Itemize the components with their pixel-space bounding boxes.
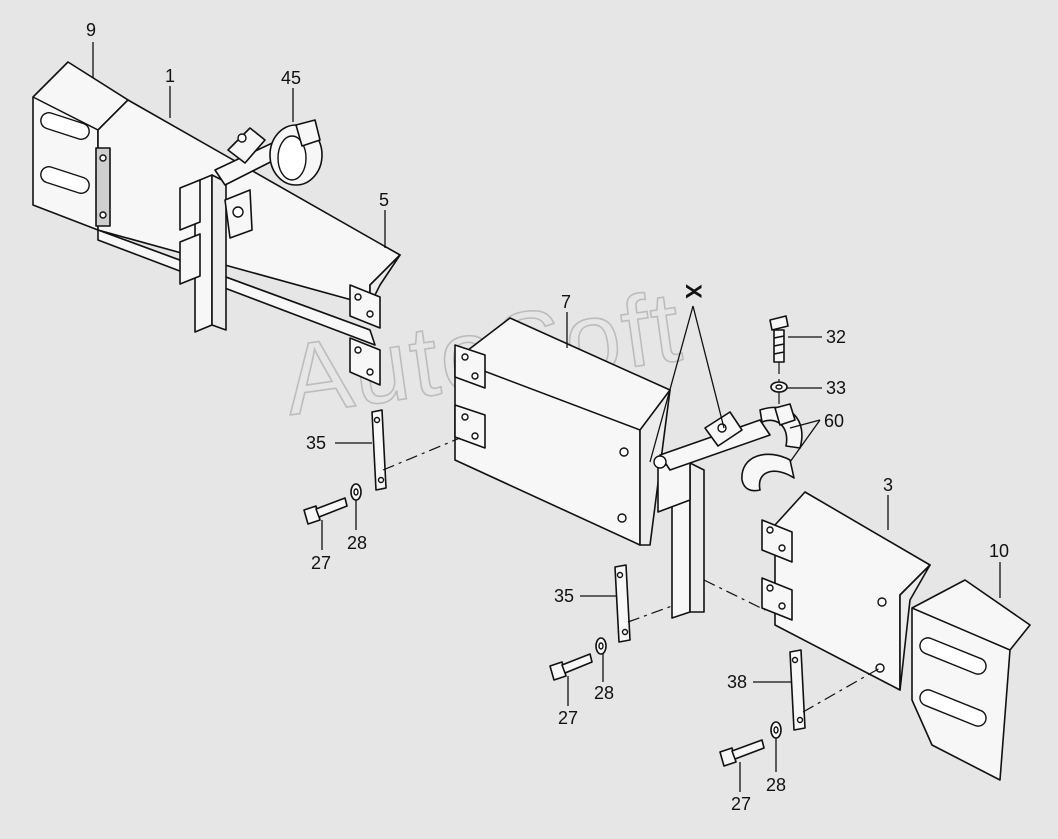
callout-labels: 9 1 45 5 7 X 32 33 60 35 27 28 3 10 35 2… (86, 20, 1009, 814)
callout-33: 33 (826, 378, 846, 398)
callout-28-middle: 28 (594, 683, 614, 703)
mount-post-left (179, 119, 323, 333)
callout-60: 60 (824, 411, 844, 431)
callout-7: 7 (561, 292, 571, 312)
bolt-27-lower (719, 739, 765, 767)
callout-38: 38 (727, 672, 747, 692)
callout-5: 5 (379, 190, 389, 210)
washer-28-lower (770, 721, 782, 739)
end-panel-10 (911, 579, 1031, 781)
assembly-centerlines (382, 437, 881, 713)
callout-28-lower: 28 (766, 775, 786, 795)
end-panel-9 (32, 61, 129, 231)
washer-28-upper (350, 483, 362, 501)
callout-27-lower: 27 (731, 794, 751, 814)
cover-panel-7 (454, 317, 671, 546)
callout-35-upper: 35 (306, 433, 326, 453)
callout-X: X (681, 284, 706, 299)
callout-3: 3 (883, 475, 893, 495)
clamp-halves-60 (741, 403, 803, 492)
callout-35-lower: 35 (554, 586, 574, 606)
callout-9: 9 (86, 20, 96, 40)
plate-bracket-upper-left (349, 284, 381, 386)
strap-35-upper (371, 409, 387, 491)
callout-1: 1 (165, 66, 175, 86)
callout-28-upper: 28 (347, 533, 367, 553)
callout-10: 10 (989, 541, 1009, 561)
callout-32: 32 (826, 327, 846, 347)
bolt-27-middle (549, 653, 593, 681)
strap-35-lower (614, 564, 631, 643)
mount-post-right (653, 411, 771, 619)
bolt-32 (769, 315, 789, 363)
strap-38 (789, 649, 806, 731)
leader-lines (92, 42, 1001, 792)
cover-panel-3 (761, 491, 931, 691)
callout-27-middle: 27 (558, 708, 578, 728)
callout-27-upper: 27 (311, 553, 331, 573)
callout-45: 45 (281, 68, 301, 88)
washer-28-middle (595, 637, 607, 655)
bolt-27-upper (303, 497, 348, 525)
washer-33 (770, 381, 788, 393)
